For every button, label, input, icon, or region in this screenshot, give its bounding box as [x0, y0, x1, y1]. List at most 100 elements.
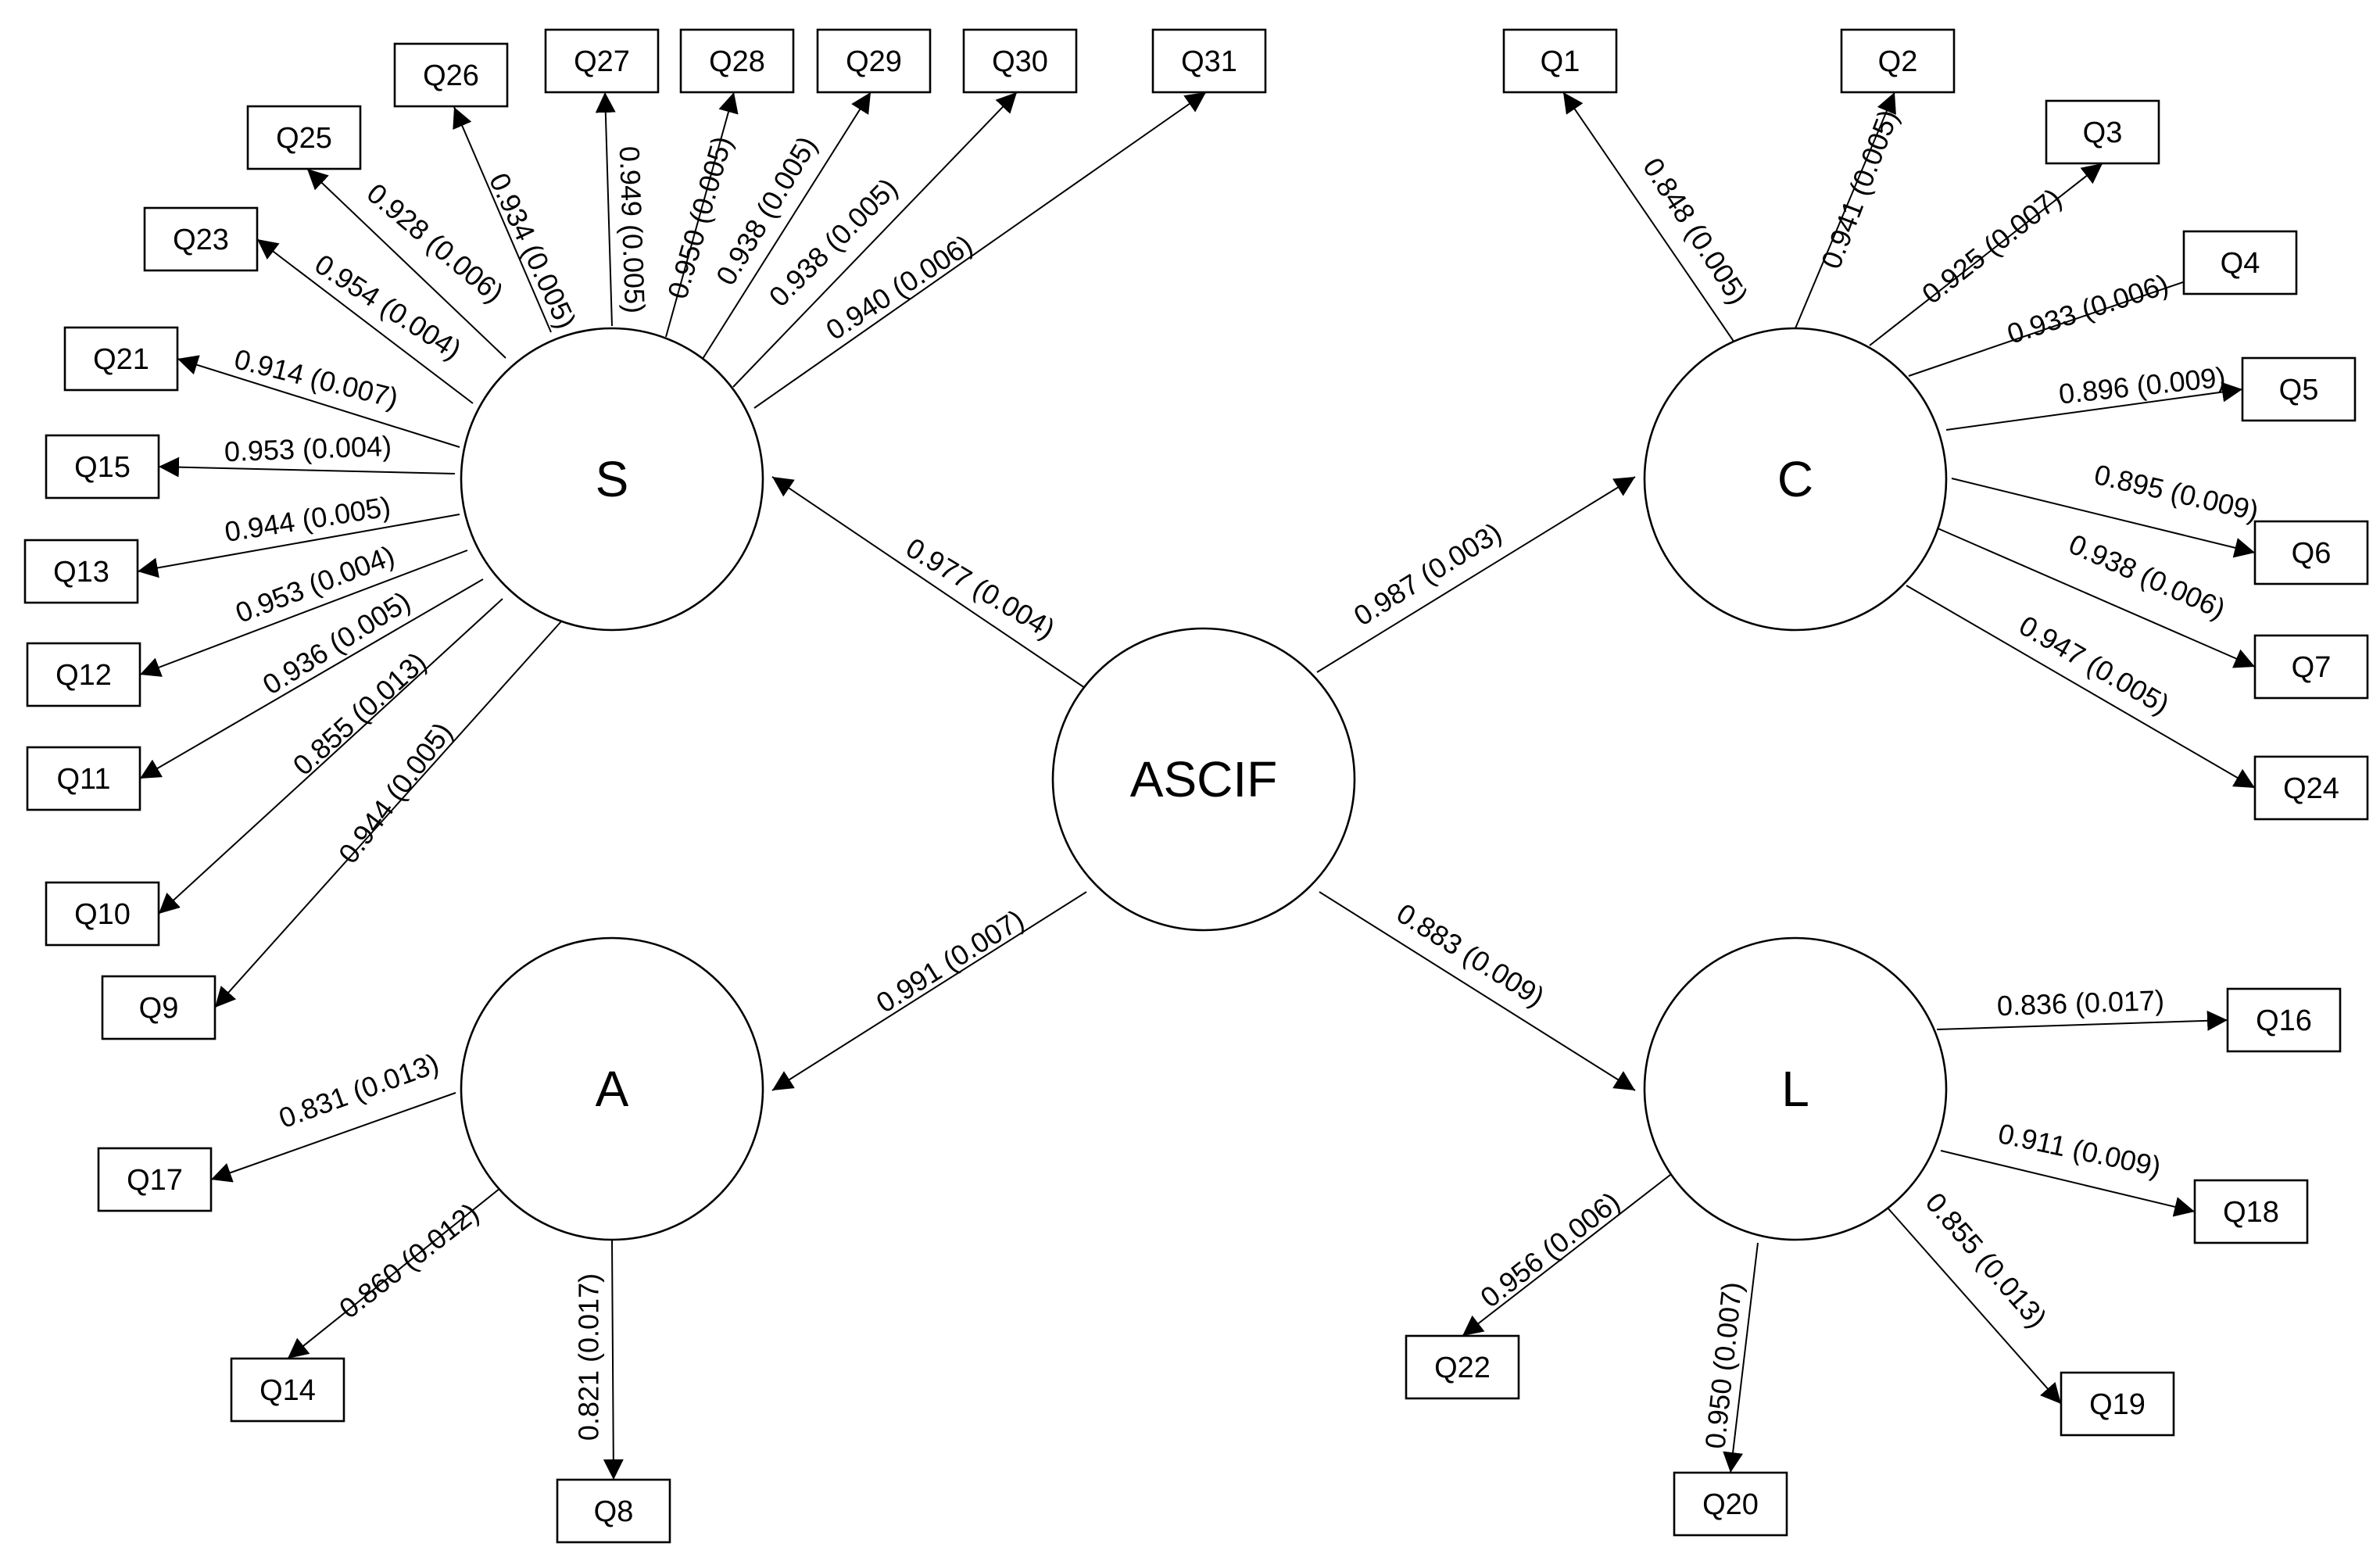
indicator-label: Q21 — [93, 343, 149, 376]
indicator-rect — [962, 28, 1078, 94]
indicator-rect — [2241, 356, 2357, 422]
indicator-label: Q9 — [139, 992, 179, 1025]
loading-arrow-q8 — [603, 1239, 624, 1480]
indicator-label: Q8 — [594, 1495, 634, 1528]
loading-label-q13: 0.944 (0.005) — [223, 490, 393, 548]
loading-arrow-q29 — [702, 91, 871, 360]
latent-node-ascif: ASCIF — [1051, 627, 1356, 932]
path-coefficient-l: 0.883 (0.009) — [1391, 897, 1550, 1012]
indicator-rect — [45, 434, 160, 499]
loading-arrow-q14 — [287, 1187, 501, 1359]
indicator-box-q7: Q7 — [2253, 634, 2369, 700]
loading-label-q24: 0.947 (0.005) — [2014, 609, 2175, 721]
indicator-label: Q6 — [2292, 537, 2332, 570]
indicator-rect — [246, 105, 362, 170]
latent-circle — [1643, 327, 1948, 632]
loading-arrow-q13 — [137, 514, 460, 578]
indicator-rect — [816, 28, 932, 94]
indicator-rect — [1673, 1471, 1788, 1537]
path-coefficient-s: 0.977 (0.004) — [900, 532, 1061, 645]
indicator-label: Q26 — [423, 59, 479, 92]
indicator-box-q11: Q11 — [26, 746, 141, 811]
loading-arrow-q18 — [1940, 1150, 2196, 1217]
latent-node-s: S — [460, 327, 764, 632]
indicator-box-q4: Q4 — [2182, 230, 2298, 295]
latent-circle — [460, 936, 764, 1241]
loading-arrow-q23 — [256, 238, 474, 404]
loading-arrow-q17 — [210, 1092, 456, 1183]
path-arrow-ascif-to-s — [771, 476, 1086, 689]
loading-label-q17: 0.831 (0.013) — [274, 1047, 442, 1134]
indicator-rect — [1405, 1334, 1520, 1400]
indicator-box-q13: Q13 — [23, 539, 139, 604]
indicator-rect — [230, 1357, 345, 1423]
indicator-box-q30: Q30 — [962, 28, 1078, 94]
latent-label: L — [1781, 1061, 1809, 1117]
indicator-label: Q4 — [2221, 247, 2260, 280]
indicator-rect — [2060, 1371, 2175, 1437]
indicator-label: Q7 — [2292, 651, 2332, 684]
latent-node-l: L — [1643, 936, 1948, 1241]
indicator-rect — [2045, 99, 2160, 165]
loading-label-q27: 0.949 (0.005) — [614, 145, 651, 313]
latent-label: S — [596, 451, 629, 507]
indicator-label: Q3 — [2083, 116, 2123, 149]
indicator-rect — [2226, 987, 2342, 1053]
indicator-label: Q22 — [1434, 1352, 1491, 1384]
indicator-label: Q11 — [56, 763, 110, 796]
indicator-label: Q15 — [74, 451, 131, 484]
indicator-box-q15: Q15 — [45, 434, 160, 499]
loading-label-q4: 0.933 (0.006) — [2003, 268, 2172, 350]
loading-label-q8: 0.821 (0.017) — [573, 1273, 605, 1441]
latent-label: ASCIF — [1130, 751, 1277, 807]
latent-circle — [1051, 627, 1356, 932]
latent-circle — [460, 327, 764, 632]
latent-node-a: A — [460, 936, 764, 1241]
indicator-box-q28: Q28 — [679, 28, 795, 94]
indicator-box-q21: Q21 — [63, 326, 179, 392]
indicator-box-q9: Q9 — [101, 975, 217, 1040]
latent-circle — [1643, 936, 1948, 1241]
indicator-label: Q12 — [55, 659, 112, 692]
path-arrow-ascif-to-l — [1319, 891, 1636, 1091]
loading-arrow-q1 — [1562, 91, 1735, 343]
indicator-rect — [101, 975, 217, 1040]
loading-arrow-q10 — [158, 598, 503, 915]
loading-arrow-q25 — [306, 168, 506, 359]
indicator-rect — [26, 746, 141, 811]
indicator-label: Q14 — [259, 1374, 316, 1407]
indicator-box-q10: Q10 — [45, 881, 160, 947]
indicator-label: Q20 — [1702, 1488, 1759, 1521]
loading-label-q26: 0.934 (0.005) — [483, 168, 583, 333]
loading-arrow-q31 — [753, 91, 1207, 409]
loading-arrow-q24 — [1906, 585, 2256, 789]
indicator-label: Q29 — [846, 45, 902, 78]
indicator-rect — [26, 642, 141, 707]
indicator-label: Q2 — [1878, 45, 1918, 78]
indicator-rect — [143, 206, 259, 272]
indicator-box-q17: Q17 — [97, 1147, 213, 1212]
indicator-box-q5: Q5 — [2241, 356, 2357, 422]
indicator-rect — [2253, 520, 2369, 585]
indicator-box-q25: Q25 — [246, 105, 362, 170]
indicator-box-q19: Q19 — [2060, 1371, 2175, 1437]
indicator-label: Q5 — [2279, 374, 2319, 406]
indicator-box-q26: Q26 — [393, 42, 509, 108]
loading-arrow-q11 — [139, 578, 484, 779]
loading-arrow-q19 — [1886, 1206, 2062, 1405]
latent-label: C — [1777, 451, 1813, 507]
loading-label-q20: 0.950 (0.007) — [1698, 1280, 1748, 1450]
indicator-label: Q10 — [74, 898, 131, 931]
loading-arrow-q5 — [1945, 381, 2243, 431]
indicator-label: Q27 — [574, 45, 630, 78]
loading-arrow-q27 — [595, 91, 616, 327]
indicator-box-q23: Q23 — [143, 206, 259, 272]
latent-node-c: C — [1643, 327, 1948, 632]
loading-arrow-q15 — [158, 456, 456, 478]
indicator-label: Q13 — [53, 556, 109, 589]
loading-arrow-q9 — [214, 621, 562, 1008]
loading-arrow-q2 — [1795, 91, 1896, 329]
loading-arrow-q6 — [1951, 478, 2256, 558]
indicator-rect — [2253, 755, 2369, 821]
loading-label-q15: 0.953 (0.004) — [224, 430, 392, 467]
